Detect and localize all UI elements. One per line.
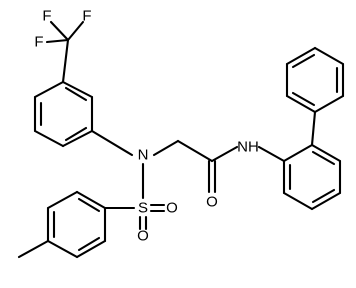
biphenyl-upper-ring [285, 46, 345, 114]
bond-biphenyl-link [310, 110, 317, 147]
atom-s: S [138, 200, 148, 217]
atom-o-sulfonyl-right: O [166, 200, 178, 217]
atom-labels: F F F N S O O O NH [34, 8, 258, 245]
biphenyl-lower-ring [282, 143, 342, 211]
atom-f-left: F [34, 34, 43, 51]
bond-nh-biphenyl [257, 145, 286, 163]
atom-n-sulfonamide: N [138, 147, 149, 164]
bonds [17, 20, 345, 259]
atom-f-top-left: F [42, 8, 51, 25]
bond-cf3-ring [61, 38, 70, 84]
bond-c-f-left [45, 38, 70, 44]
bond-ch2-carbonyl [176, 139, 214, 163]
atom-nh-amide: NH [237, 139, 259, 156]
bond-methyl [17, 239, 50, 259]
tolyl-ring [46, 190, 107, 259]
bond-ring-n [90, 129, 134, 157]
bond-c-f-top-left [49, 20, 70, 42]
bond-carbonyl-nh [210, 145, 239, 163]
atom-o-carbonyl: O [206, 194, 218, 211]
atom-o-sulfonyl-bottom: O [137, 228, 149, 245]
trifluoromethylphenyl-ring [33, 80, 94, 148]
atom-f-top-right: F [82, 8, 91, 25]
bond-n-ch2 [152, 139, 180, 157]
bond-c-f-top-right [66, 20, 85, 42]
